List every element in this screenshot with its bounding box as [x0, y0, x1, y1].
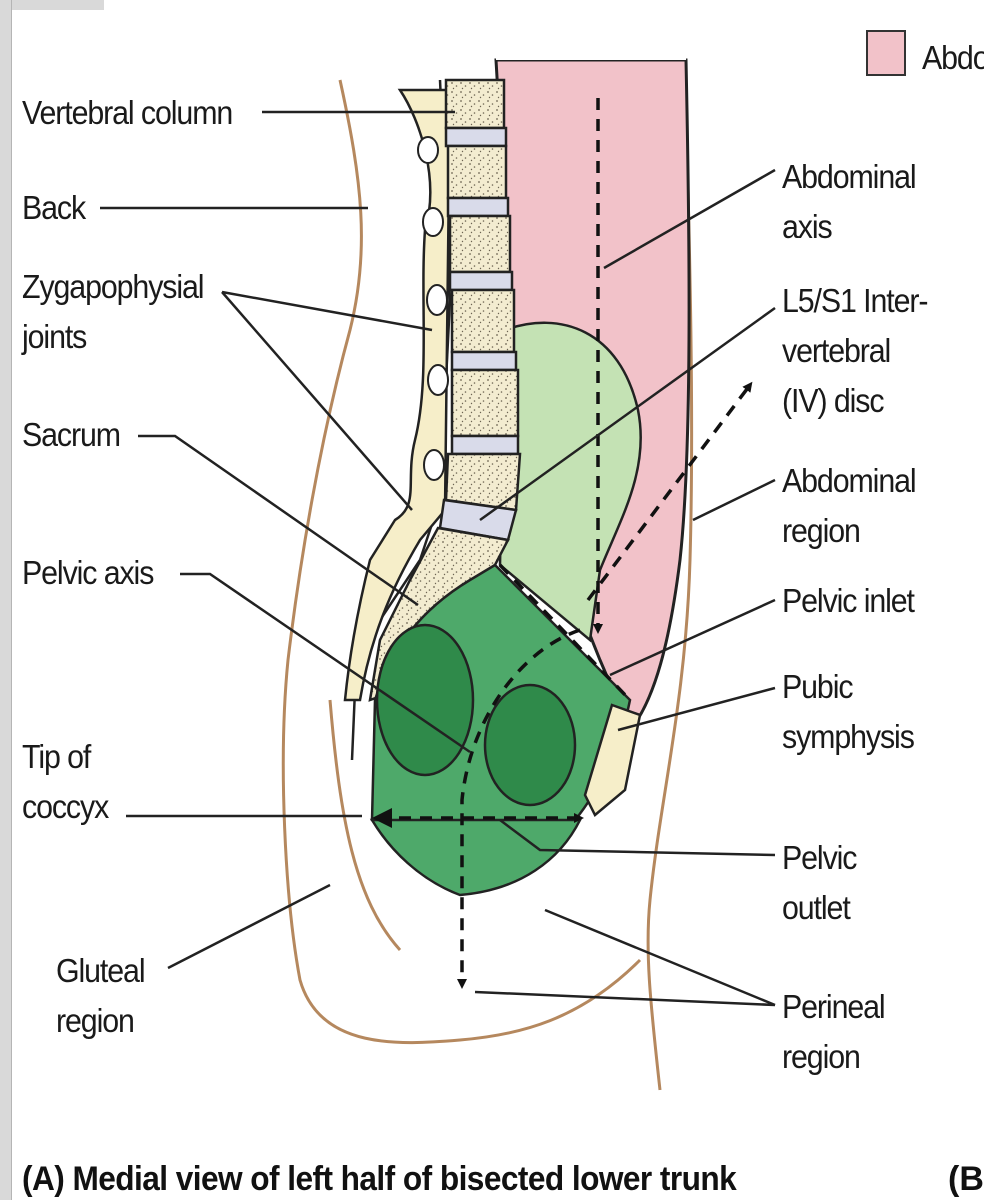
back-outline: [281, 79, 642, 1045]
leader-zygapophysial-b: [221, 291, 413, 511]
window-frame-top: [0, 0, 104, 10]
label-pelvic-inlet: Pelvic inlet: [782, 582, 915, 619]
leader-perineal-a: [544, 908, 776, 1007]
pelvic-outlet-fill: [369, 818, 583, 897]
label-perineal-region: Perineal region: [782, 988, 886, 1075]
label-abdominal-axis: Abdominal axis: [782, 158, 917, 245]
disc-2: [446, 196, 510, 218]
leader-pelvic-axis: [180, 572, 471, 754]
leader-perineal-b: [474, 990, 776, 1007]
leader-sacrum: [138, 434, 419, 607]
leader-zygapophysial-a: [221, 290, 433, 332]
label-back: Back: [22, 189, 86, 226]
leader-gluteal: [167, 883, 331, 970]
label-pubic-symphysis: Pubic symphysis: [782, 668, 915, 755]
label-pelvic-outlet: Pelvic outlet: [782, 839, 857, 926]
disc-4: [450, 350, 518, 372]
outlet-left-arrowhead: [372, 808, 392, 828]
pelvic-inlet-line: [498, 563, 632, 702]
leader-abdominal-axis: [603, 168, 776, 270]
disc-5: [450, 434, 520, 456]
vertebral-body-2: [446, 144, 508, 200]
vertebral-body-5: [450, 368, 520, 438]
leader-abdominal-region: [692, 478, 776, 522]
figure-caption-b: (B: [948, 1160, 984, 1198]
leader-pubic-symphysis: [617, 686, 776, 732]
leader-pelvic-inlet: [609, 598, 776, 677]
vertebral-body-1: [444, 78, 506, 130]
leader-lines: [100, 110, 776, 1007]
label-vertebral-column: Vertebral column: [22, 94, 233, 131]
vertebral-column: [343, 78, 522, 761]
label-pelvic-axis: Pelvic axis: [22, 554, 154, 591]
greater-pelvis-fill: [498, 321, 642, 643]
zygapophysial-joint-gaps: [417, 136, 449, 481]
obturator-foramen-left: [375, 623, 475, 777]
pubic-symphysis-shape: [583, 703, 642, 817]
axes: [378, 98, 753, 989]
label-sacrum: Sacrum: [22, 416, 121, 453]
legend-label: Abdo: [922, 39, 984, 76]
label-gluteal-region: Gluteal region: [56, 952, 146, 1039]
disc-1: [444, 126, 508, 148]
vertebral-body-3: [448, 214, 512, 274]
inlet-normal-line: [586, 381, 753, 602]
label-l5s1-disc: L5/S1 Inter- vertebral (IV) disc: [782, 282, 928, 419]
label-tip-of-coccyx: Tip of coccyx: [22, 738, 109, 825]
disc-3: [448, 270, 514, 292]
pelvic-axis-line: [457, 628, 581, 989]
legend-swatch-abdominal: [866, 30, 906, 76]
label-zygapophysial-joints: Zygapophysial joints: [22, 268, 205, 355]
figure-caption-a: (A) Medial view of left half of bisected…: [22, 1160, 737, 1198]
gluteal-fold: [328, 699, 402, 952]
vertebral-body-4: [450, 288, 516, 354]
label-abdominal-region: Abdominal region: [782, 462, 917, 549]
window-frame-left: [0, 0, 12, 1200]
leader-l5s1-disc: [479, 306, 776, 522]
obturator-foramen-right: [483, 683, 577, 807]
leader-pelvic-outlet: [499, 819, 776, 857]
abdominal-top-fade: [496, 0, 686, 60]
